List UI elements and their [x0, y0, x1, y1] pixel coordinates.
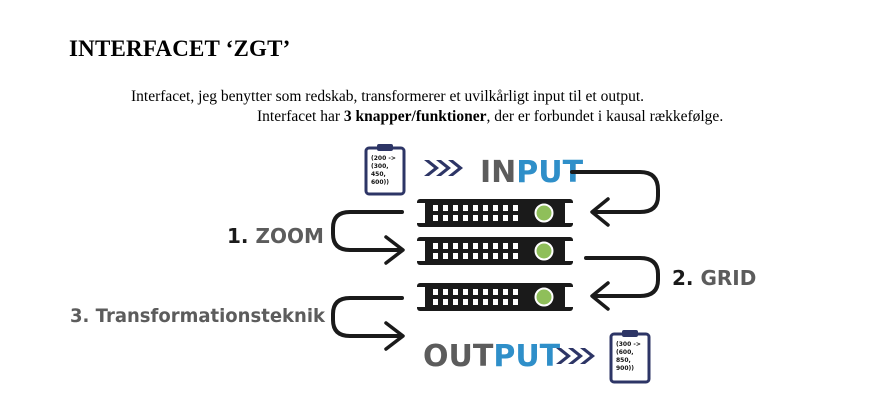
input-label: INPUT: [480, 155, 584, 190]
transform-loop-arrow: [331, 296, 404, 338]
output-label-a: OUT: [423, 339, 494, 374]
clipboard-input-line-2: (300,: [371, 163, 389, 170]
label-zoom: 1. ZOOM: [227, 224, 324, 248]
clipboard-input-line-4: 600)): [371, 179, 389, 186]
paragraph-2-post: , der er forbundet i kausal rækkefølge.: [486, 108, 724, 125]
server-unit-1: [417, 199, 573, 227]
input-label-a: IN: [480, 155, 516, 190]
paragraph-1: Interfacet, jeg benytter som redskab, tr…: [131, 88, 645, 105]
input-flow-arrow: [570, 170, 660, 214]
clipboard-output-line-2: (600,: [616, 349, 634, 356]
input-chevrons-icon: [424, 160, 463, 176]
label-grid: 2. GRID: [672, 266, 756, 290]
label-transform: 3. Transformationsteknik: [70, 305, 325, 327]
clipboard-output-line-1: (300 ->: [616, 341, 641, 348]
server-unit-2: [417, 237, 573, 265]
grid-arrowhead-icon: [590, 281, 610, 311]
server-unit-3: [417, 283, 573, 311]
paragraph-2: Interfacet har 3 knapper/funktioner, der…: [257, 108, 723, 126]
transform-arrowhead-icon: [384, 321, 405, 351]
output-label: OUTPUT: [423, 339, 561, 374]
paragraph-2-pre: Interfacet har: [257, 108, 344, 125]
input-arrowhead-icon: [590, 197, 610, 227]
zoom-loop-arrow: [331, 210, 404, 252]
clipboard-input-line-3: 450,: [371, 171, 386, 178]
output-clipboard-icon: (300 -> (600, 850, 900)): [609, 330, 651, 384]
document-title: INTERFACET ‘ZGT’: [69, 36, 291, 61]
clipboard-output-line-3: 850,: [616, 357, 631, 364]
server-stack-icon: [417, 199, 573, 311]
output-chevrons-icon: [556, 348, 595, 364]
grid-loop-arrow: [584, 256, 660, 298]
output-label-b: PUT: [493, 339, 560, 374]
clipboard-output-line-4: 900)): [616, 365, 634, 372]
clipboard-input-line-1: (200 ->: [371, 155, 396, 162]
zoom-arrowhead-icon: [384, 235, 405, 265]
paragraph-2-bold: 3 knapper/funktioner: [343, 108, 487, 125]
input-clipboard-icon: (200 -> (300, 450, 600)): [364, 144, 406, 196]
